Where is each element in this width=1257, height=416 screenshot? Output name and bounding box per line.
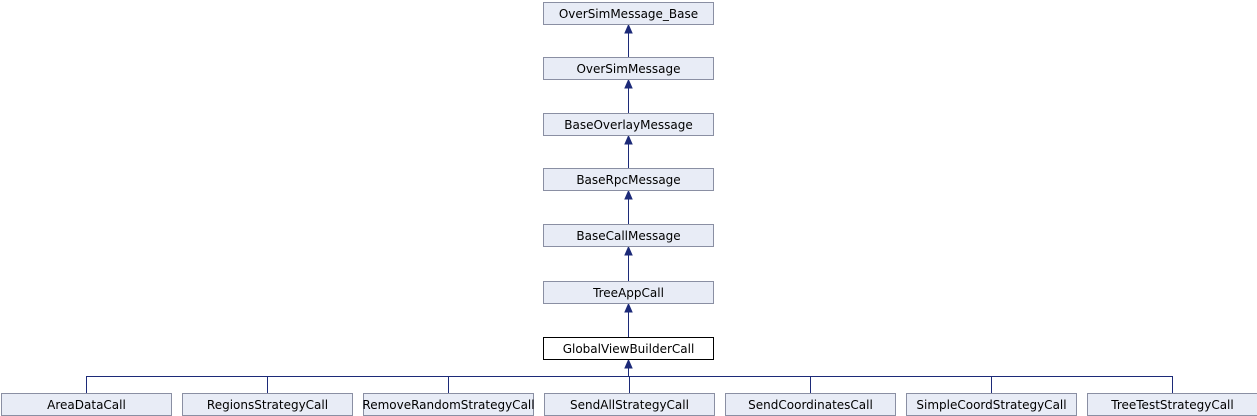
class-name-label: OverSimMessage (576, 62, 680, 76)
inheritance-arrowhead (624, 302, 633, 313)
class-name-label: RegionsStrategyCall (207, 398, 328, 412)
class-name-label: BaseRpcMessage (576, 173, 680, 187)
class-name-label: AreaDataCall (47, 398, 126, 412)
class-node-global-view-builder-call[interactable]: GlobalViewBuilderCall (543, 337, 714, 360)
inheritance-arrowhead (624, 189, 633, 200)
class-name-label: BaseOverlayMessage (564, 118, 692, 132)
class-box (543, 2, 714, 25)
inheritance-arrowhead (624, 78, 633, 89)
class-node-base-rpc-message[interactable]: BaseRpcMessage (543, 168, 714, 191)
class-node-remove-random-strategy-call[interactable]: RemoveRandomStrategyCall (362, 393, 535, 416)
class-name-label: BaseCallMessage (576, 229, 680, 243)
inheritance-arrowhead (624, 245, 633, 256)
class-name-label: GlobalViewBuilderCall (563, 342, 695, 356)
class-node-base-overlay-message[interactable]: BaseOverlayMessage (543, 113, 714, 136)
class-name-label: SimpleCoordStrategyCall (916, 398, 1066, 412)
class-name-label: SendCoordinatesCall (748, 398, 873, 412)
inheritance-arrowhead (624, 358, 633, 369)
class-node-area-data-call[interactable]: AreaDataCall (1, 393, 172, 416)
class-node-send-coordinates-call[interactable]: SendCoordinatesCall (725, 393, 896, 416)
inheritance-edges (86, 23, 1173, 394)
inheritance-arrowhead (624, 134, 633, 145)
class-name-label: OverSimMessage_Base (559, 7, 698, 21)
class-node-base-call-message[interactable]: BaseCallMessage (543, 224, 714, 247)
class-node-tree-test-strategy-call[interactable]: TreeTestStrategyCall (1087, 393, 1257, 416)
class-node-over-sim-message[interactable]: OverSimMessage (543, 57, 714, 80)
class-box (543, 168, 714, 191)
class-name-label: TreeTestStrategyCall (1110, 398, 1233, 412)
class-node-over-sim-message-base[interactable]: OverSimMessage_Base (543, 2, 714, 25)
class-box (543, 224, 714, 247)
inheritance-arrowhead (624, 23, 633, 34)
class-node-simple-coord-strategy-call[interactable]: SimpleCoordStrategyCall (906, 393, 1077, 416)
class-node-tree-app-call[interactable]: TreeAppCall (543, 281, 714, 304)
class-node-regions-strategy-call[interactable]: RegionsStrategyCall (182, 393, 353, 416)
class-name-label: TreeAppCall (592, 286, 664, 300)
class-box (543, 337, 714, 360)
class-node-send-all-strategy-call[interactable]: SendAllStrategyCall (544, 393, 715, 416)
class-name-label: RemoveRandomStrategyCall (362, 398, 534, 412)
class-box (543, 113, 714, 136)
class-box (543, 281, 714, 304)
class-name-label: SendAllStrategyCall (570, 398, 689, 412)
class-box (543, 57, 714, 80)
